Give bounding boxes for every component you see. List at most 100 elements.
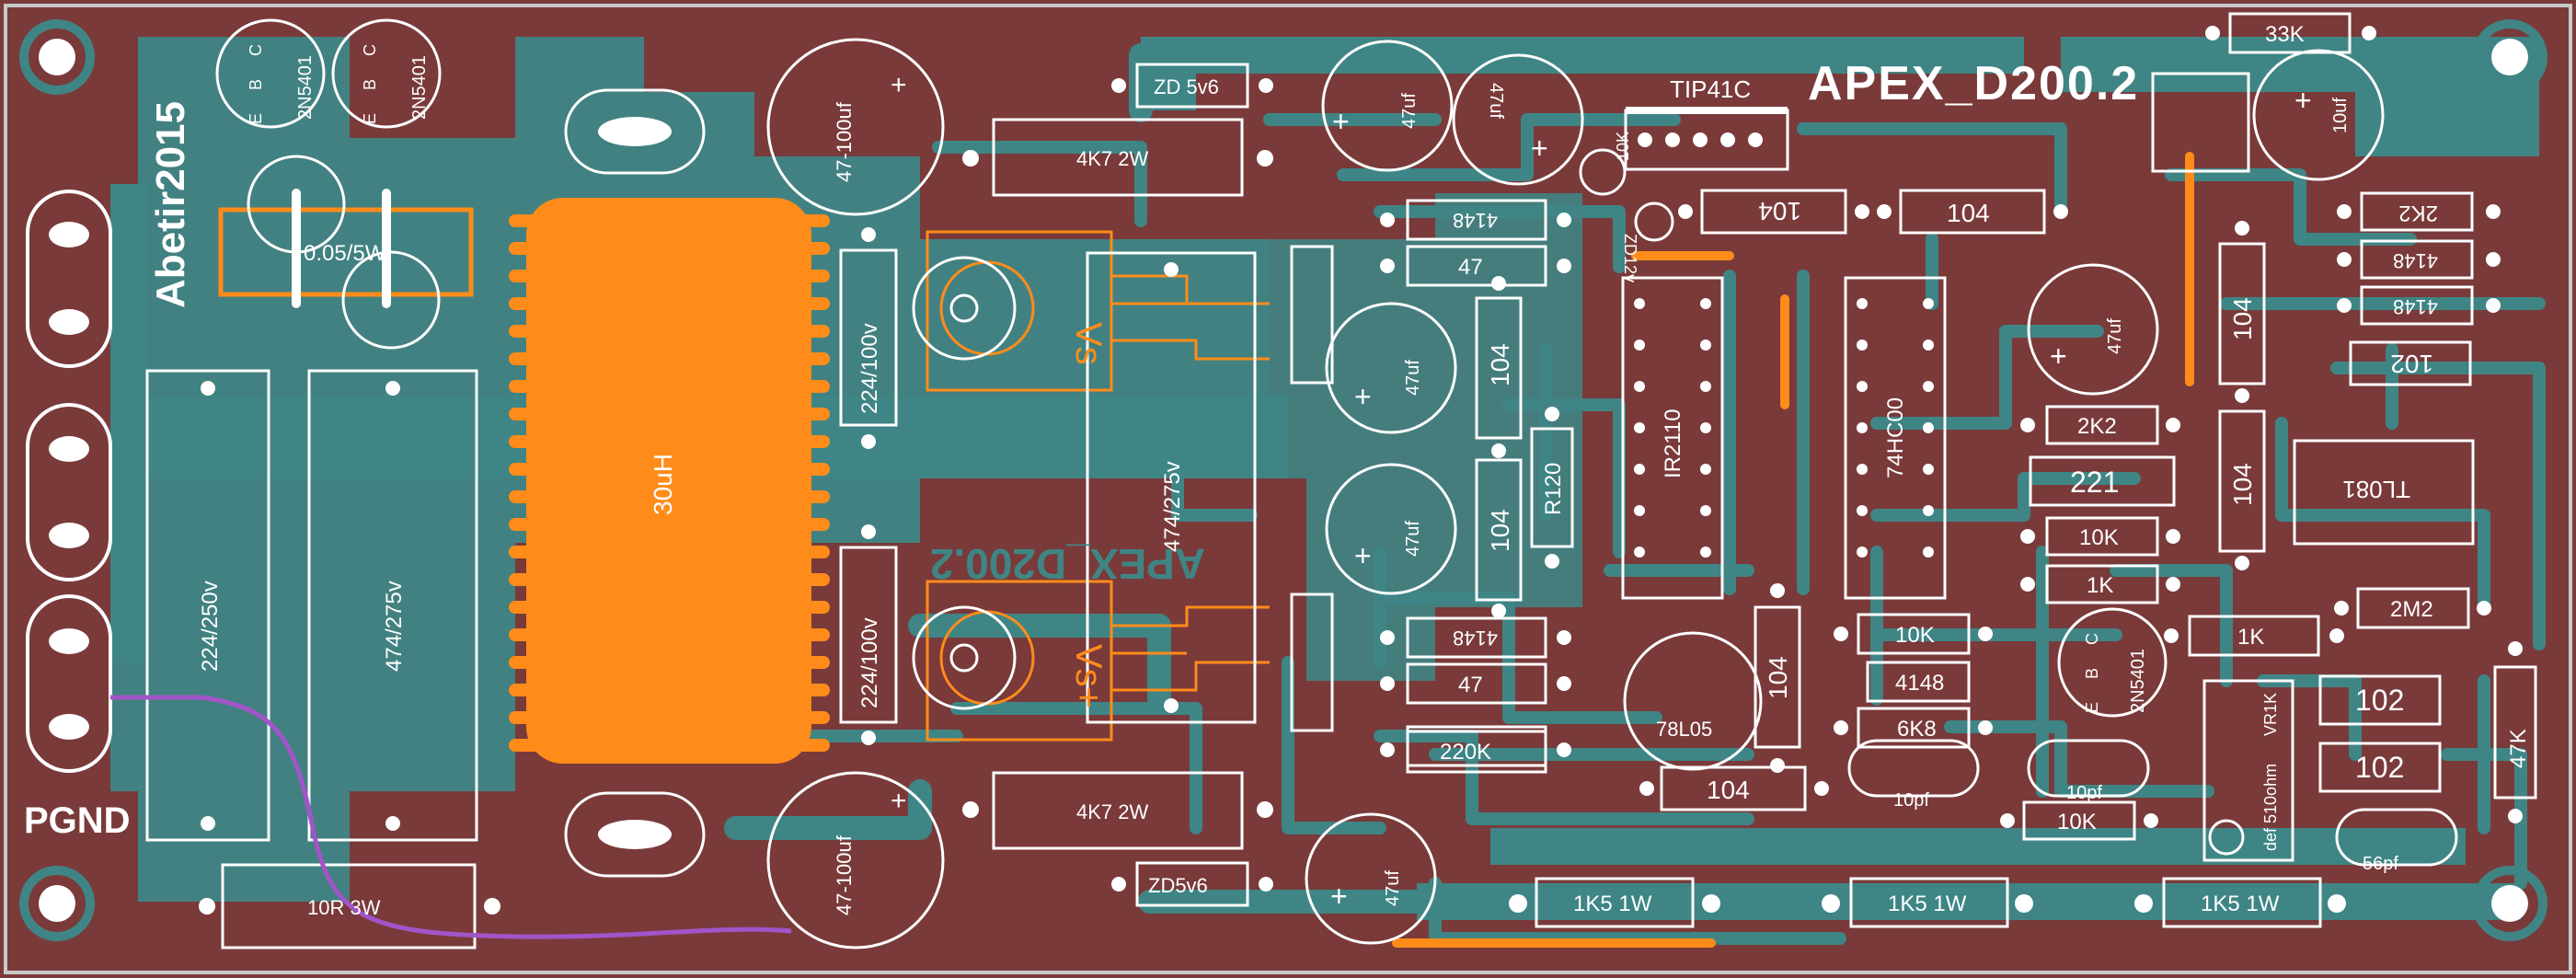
pads — [199, 26, 2523, 915]
mount-hole-bl — [19, 866, 95, 941]
cap-47b-label: 47uf — [1486, 83, 1506, 119]
res-1k-a-label: 1K — [2087, 573, 2113, 598]
cap-47f-label: 47uf — [2105, 318, 2125, 354]
res-4k7-bottom-outline — [992, 771, 1244, 850]
plus-7: + — [1330, 880, 1348, 913]
res-1k-b-label: 1K — [2237, 625, 2264, 650]
res-2k2a-label: 2K2 — [2398, 201, 2438, 225]
t1-pins: E B C — [247, 35, 265, 124]
vr-note-label: def 510ohm — [2261, 764, 2280, 851]
res-47k-label: 47K — [2506, 729, 2531, 768]
d4148-c-label: 4148 — [2393, 249, 2438, 272]
t2-pins: E B C — [361, 35, 379, 124]
plus-9: + — [2294, 84, 2312, 117]
cap-47d-label: 47uf — [1403, 521, 1423, 557]
d4148-a-label: 4148 — [1453, 209, 1498, 232]
res-10k-c-label: 10K — [2057, 810, 2097, 834]
res-4k7-top-outline — [992, 118, 1244, 197]
cap-47-100-bottom-outline — [766, 771, 945, 949]
inductor-label: 30uH — [649, 454, 677, 515]
terminal-1 — [26, 190, 112, 368]
cap-224-250-outline — [145, 369, 270, 842]
transistor-2-outline — [331, 18, 442, 129]
mount-hole-tl — [19, 19, 95, 95]
res-10r-label: 10R 3W — [307, 896, 381, 919]
author-label: Abetir2015 — [148, 101, 193, 308]
d4148-d-label: 4148 — [2393, 295, 2438, 318]
res-4k7-top-label: 4K7 2W — [1076, 147, 1148, 170]
t2-label: 2N5401 — [409, 55, 430, 120]
pgnd-label: PGND — [24, 800, 131, 841]
plus-1: + — [891, 70, 907, 100]
t3-label: 2N5401 — [2128, 649, 2148, 713]
cap-102a-label: 102 — [2390, 350, 2433, 378]
mosfet-top-outline — [926, 230, 1113, 392]
zd12-label: ZD12v — [1621, 234, 1639, 282]
cap-221-label: 221 — [2070, 466, 2119, 499]
cap-474-275-right-outline — [1086, 251, 1257, 724]
r120-label: R120 — [1541, 463, 1566, 515]
terminal-2 — [26, 403, 112, 581]
inductor-core — [526, 198, 811, 764]
plus-6: + — [1354, 539, 1372, 572]
res-1k5-a-label: 1K5 1W — [1573, 892, 1652, 916]
part-labels: E B C 2N5401 E B C 2N5401 E B C 2N5401 T… — [198, 22, 2531, 919]
res-10r-outline — [221, 863, 477, 949]
cap-10pf-a-label: 10pf — [1893, 790, 1929, 811]
res-4k7-bottom-label: 4K7 2W — [1076, 800, 1148, 823]
ic-driver-label: IR2110 — [1661, 408, 1685, 478]
terminal-3 — [26, 594, 112, 773]
tip41c-label: TIP41C — [1670, 75, 1751, 103]
shunt-outline — [218, 207, 474, 297]
t1-label: 2N5401 — [295, 55, 316, 120]
board-outline — [4, 4, 2572, 974]
cap-10uf-label: 10uf — [2330, 98, 2351, 133]
plus-3: + — [1332, 105, 1350, 138]
shunt-label: 0.05/5W — [304, 241, 386, 266]
res-10k-small-label: 10K — [1614, 132, 1632, 161]
cap-47-100-top-outline — [766, 38, 945, 216]
board-title: APEX_D200.2 — [1808, 57, 2139, 110]
vs-bottom-label: Vs+ — [1068, 644, 1109, 708]
cap-224-250-label: 224/250v — [198, 581, 223, 672]
res-47b-label: 47 — [1458, 673, 1483, 697]
ic-74hc00-outline — [1844, 276, 1947, 600]
mirror-title: APEX_D200.2 — [930, 540, 1205, 588]
cap-104f-label: 104 — [1707, 776, 1750, 804]
cap-104e-label: 104 — [1947, 199, 1990, 227]
cap-102c-label: 102 — [2355, 751, 2404, 784]
cap-47e-label: 47uf — [1383, 870, 1403, 906]
ic-ir2110-outline — [1621, 276, 1724, 600]
mount-hole-tr — [2472, 19, 2547, 95]
res-33k-label: 33K — [2265, 22, 2305, 47]
ic-78l05-outline — [1623, 631, 1763, 771]
res-1k5-c-label: 1K5 1W — [2201, 892, 2280, 916]
cap-474-275-left-label: 474/275v — [382, 581, 407, 672]
res-47a-label: 47 — [1458, 255, 1483, 280]
ic-reg-label: 78L05 — [1656, 718, 1712, 741]
purple-wire — [110, 695, 792, 939]
cap-56pf-label: 56pf — [2363, 854, 2398, 874]
cap-47-100-bottom-label: 47-100uf — [833, 834, 856, 915]
plus-4: + — [1531, 132, 1548, 165]
vs-top-label: Vs — [1068, 322, 1109, 365]
res-220k-label: 220K — [1440, 740, 1491, 765]
cap-474-275-right-label: 474/275v — [1160, 461, 1185, 552]
res-1k5-b-label: 1K5 1W — [1888, 892, 1967, 916]
labels: APEX_D200.2 Abetir2015 PGND APEX_D200.2 — [24, 57, 2139, 841]
cap-102b-label: 102 — [2355, 684, 2404, 717]
d4148-e-label: 4148 — [1895, 671, 1944, 696]
cap-104c-label: 104 — [1764, 656, 1792, 699]
cap-104a-label: 104 — [1486, 343, 1514, 386]
orange-layer — [218, 152, 2194, 948]
vr-outline — [2202, 679, 2294, 862]
ic-opamp-label: TL081 — [2342, 476, 2410, 503]
cap-104d-label: 104 — [1758, 197, 1801, 225]
res-6k8-label: 6K8 — [1897, 717, 1937, 742]
res-2m2-label: 2M2 — [2390, 597, 2433, 622]
cap-104b-label: 104 — [1486, 509, 1514, 552]
vr-label: VR1K — [2261, 693, 2280, 736]
ic-logic-label: 74HC00 — [1883, 397, 1908, 478]
plus-2: + — [891, 786, 907, 816]
